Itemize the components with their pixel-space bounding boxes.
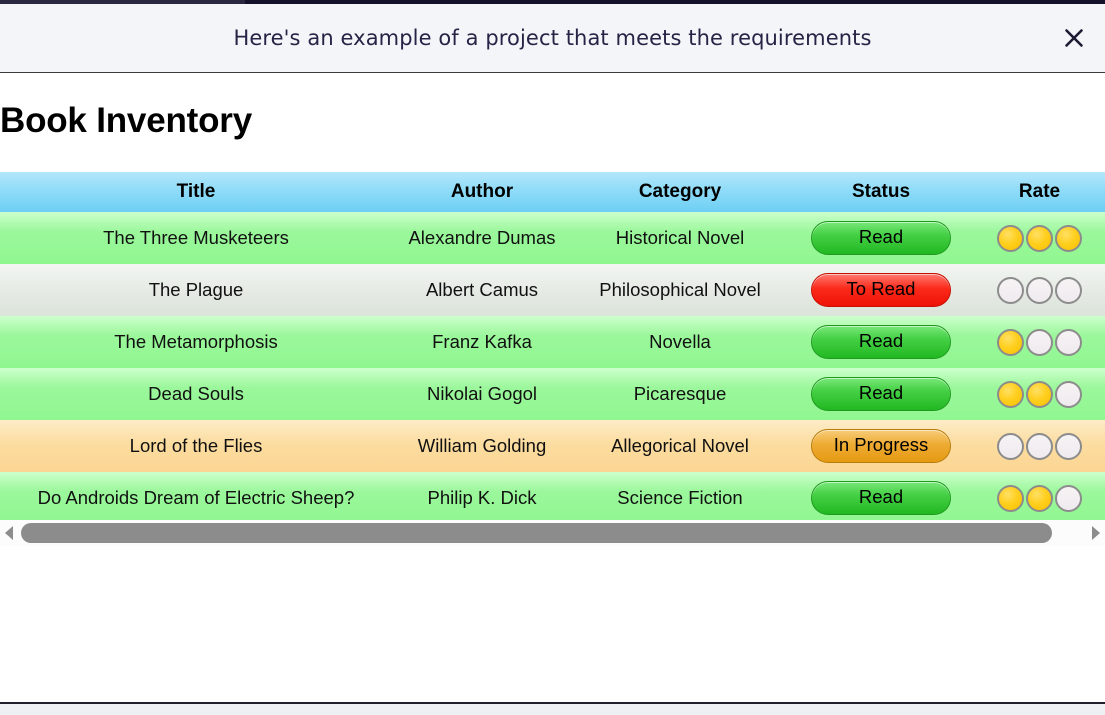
cell-author: Alexandre Dumas [392,212,572,264]
cell-status: In Progress [788,420,974,472]
browser-chrome-strip [0,0,1105,4]
cell-category: Historical Novel [572,212,788,264]
cell-status: To Read [788,264,974,316]
rating-dot[interactable] [1055,276,1082,304]
book-inventory-table-container: Title Author Category Status Rate The Th… [0,172,1105,524]
scroll-left-arrow-icon[interactable] [0,520,18,546]
status-badge[interactable]: Read [811,377,951,411]
scrollbar-track[interactable] [18,520,1087,546]
bottom-strip [0,704,1105,715]
horizontal-scrollbar[interactable] [0,520,1105,546]
cell-category: Novella [572,316,788,368]
rating-dot[interactable] [1026,328,1053,356]
cell-author: Philip K. Dick [392,472,572,524]
page-title: Book Inventory [0,101,252,140]
cell-title: Do Androids Dream of Electric Sheep? [0,472,392,524]
cell-status: Read [788,212,974,264]
cell-author: William Golding [392,420,572,472]
cell-category: Picaresque [572,368,788,420]
cell-rate [974,212,1105,264]
status-badge[interactable]: In Progress [811,429,951,463]
column-header-rate[interactable]: Rate [974,172,1105,212]
table-row: Do Androids Dream of Electric Sheep?Phil… [0,472,1105,524]
rating-dot[interactable] [997,276,1024,304]
cell-title: The Metamorphosis [0,316,392,368]
cell-status: Read [788,472,974,524]
rating-dot[interactable] [1055,432,1082,460]
status-badge[interactable]: Read [811,325,951,359]
column-header-title[interactable]: Title [0,172,392,212]
cell-rate [974,420,1105,472]
rating-dot[interactable] [1026,224,1053,252]
rating-dot[interactable] [997,484,1024,512]
column-header-author[interactable]: Author [392,172,572,212]
rating-dot[interactable] [1026,432,1053,460]
cell-status: Read [788,368,974,420]
column-header-status[interactable]: Status [788,172,974,212]
rating-dot[interactable] [997,432,1024,460]
close-icon[interactable] [1057,21,1091,55]
status-badge[interactable]: Read [811,221,951,255]
cell-title: Lord of the Flies [0,420,392,472]
cell-rate [974,316,1105,368]
chrome-strip-left [0,0,245,4]
cell-title: Dead Souls [0,368,392,420]
scrollbar-thumb[interactable] [21,523,1052,543]
rating-dot[interactable] [997,380,1024,408]
cell-title: The Three Musketeers [0,212,392,264]
column-header-category[interactable]: Category [572,172,788,212]
rating-dot[interactable] [1026,380,1053,408]
bottom-divider [0,702,1105,704]
cell-author: Nikolai Gogol [392,368,572,420]
rating-dot[interactable] [997,224,1024,252]
cell-author: Franz Kafka [392,316,572,368]
notification-banner: Here's an example of a project that meet… [0,4,1105,73]
cell-rate [974,368,1105,420]
status-badge[interactable]: Read [811,481,951,515]
table-header: Title Author Category Status Rate [0,172,1105,212]
scroll-right-arrow-icon[interactable] [1087,520,1105,546]
rating-dot[interactable] [1055,380,1082,408]
rating-dot[interactable] [1026,276,1053,304]
cell-category: Science Fiction [572,472,788,524]
cell-category: Philosophical Novel [572,264,788,316]
chrome-strip-right [245,0,1105,4]
rating-dot[interactable] [1055,224,1082,252]
cell-status: Read [788,316,974,368]
cell-title: The Plague [0,264,392,316]
cell-rate [974,264,1105,316]
rating-dot[interactable] [1026,484,1053,512]
book-inventory-table: Title Author Category Status Rate The Th… [0,172,1105,524]
table-header-row: Title Author Category Status Rate [0,172,1105,212]
status-badge[interactable]: To Read [811,273,951,307]
cell-author: Albert Camus [392,264,572,316]
banner-message: Here's an example of a project that meet… [233,26,872,50]
cell-rate [974,472,1105,524]
rating-dot[interactable] [997,328,1024,356]
rating-dot[interactable] [1055,328,1082,356]
rating-dot[interactable] [1055,484,1082,512]
cell-category: Allegorical Novel [572,420,788,472]
